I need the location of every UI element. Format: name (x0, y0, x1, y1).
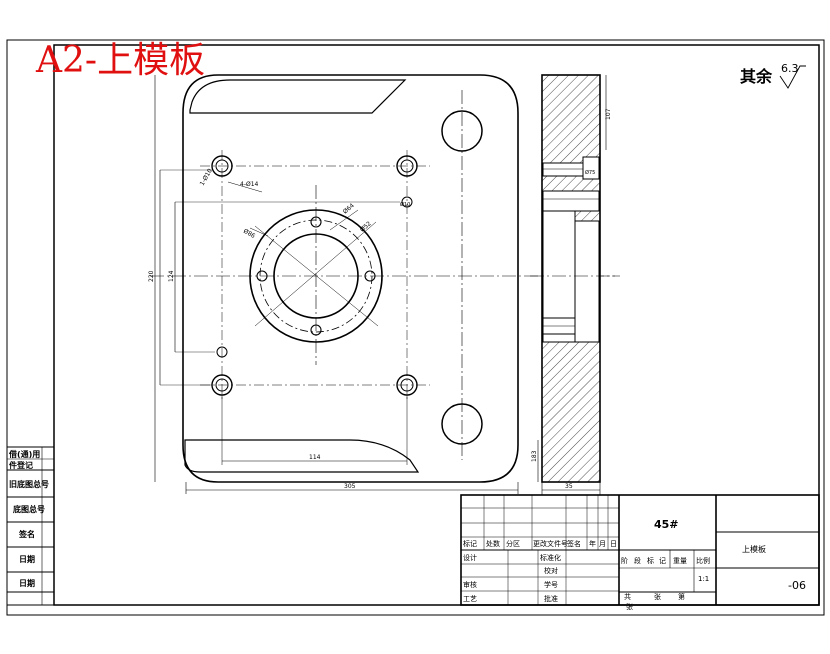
hdr-year: 年 (589, 539, 596, 548)
left-label-2: 旧底图总号 (9, 479, 49, 489)
scale-label: 比例 (696, 556, 710, 565)
sheet-unit-label-2: 张 (626, 602, 633, 611)
row-check-label: 校对 (544, 566, 558, 575)
dim-f: Ø10 (400, 201, 410, 208)
watermark-title: A2-上模板 (35, 40, 205, 81)
roughness-symbol-icon (779, 65, 806, 89)
row-process-label: 工艺 (463, 595, 477, 603)
guide-hole-top (441, 110, 483, 152)
plate-outline (182, 74, 519, 483)
hdr-mark: 标记 (463, 539, 477, 548)
dim-side-height: 183 (531, 450, 538, 462)
hdr-change-doc: 更改文件号 (533, 539, 568, 548)
hdr-zone: 分区 (506, 539, 520, 548)
weight-label: 重量 (673, 557, 687, 565)
dim-small: 107 (605, 108, 612, 120)
hdr-day: 日 (610, 540, 617, 548)
left-label-6: 日期 (19, 578, 35, 588)
hdr-month: 月 (599, 540, 606, 548)
row-review-label: 审核 (463, 580, 477, 589)
dim-d: 1-Ø10 (199, 167, 214, 187)
dim-holes: 4-Ø14 (240, 181, 259, 188)
screw-holes (211, 155, 418, 396)
dim-v1: 220 (148, 270, 155, 282)
hdr-sign: 签名 (567, 539, 581, 548)
sheet-num-label: 第 (678, 592, 685, 601)
dim-overall-width: 305 (344, 483, 356, 490)
bottom-step (184, 439, 420, 473)
title-block (460, 494, 820, 606)
scale-value: 1:1 (698, 575, 709, 583)
front-view (150, 74, 620, 494)
material-text: 45# (654, 518, 679, 531)
row-approve-label: 批准 (544, 594, 558, 603)
dim-c: Ø52 (359, 220, 373, 233)
inner-frame (53, 44, 820, 606)
stage-label-2: 标 (647, 556, 654, 565)
stage-label-3: 记 (659, 557, 666, 565)
sheet-unit-label-1: 张 (654, 592, 661, 601)
stage-label-1: 段 (634, 556, 641, 565)
left-label-3: 底图总号 (12, 504, 45, 514)
part-name-text: 上模板 (742, 544, 766, 554)
boss-outer (249, 209, 383, 343)
roughness-value: 6.3 (781, 62, 799, 75)
dim-hole-span: 114 (309, 454, 321, 461)
dim-v2: 124 (168, 270, 175, 282)
boss-pcd (259, 219, 373, 333)
row-design-label: 设计 (463, 553, 477, 562)
outer-frame (6, 39, 825, 616)
roughness-label: 其余 (740, 67, 773, 86)
left-label-4: 签名 (18, 529, 35, 539)
hdr-count: 处数 (486, 539, 500, 548)
dim-side-width: 35 (565, 483, 573, 490)
drawing-number-text: -06 (788, 579, 806, 592)
left-label-1: 件登记 (9, 460, 33, 470)
dim-a: Ø86 (242, 228, 256, 240)
bore (273, 233, 359, 319)
guide-hole-bottom (441, 403, 483, 445)
dim-e: Ø75 (585, 169, 595, 176)
section-view (530, 74, 615, 495)
dim-b: Ø64 (342, 202, 356, 215)
left-label-0: 借(通)用 (8, 449, 40, 459)
stage-label-0: 阶 (621, 556, 628, 565)
top-step (189, 79, 407, 114)
sheet-total-label: 共 (624, 592, 631, 601)
left-label-5: 日期 (19, 554, 35, 564)
row-id-label: 学号 (544, 580, 558, 589)
left-panel (6, 446, 55, 606)
row-standard-label: 标准化 (540, 553, 561, 562)
